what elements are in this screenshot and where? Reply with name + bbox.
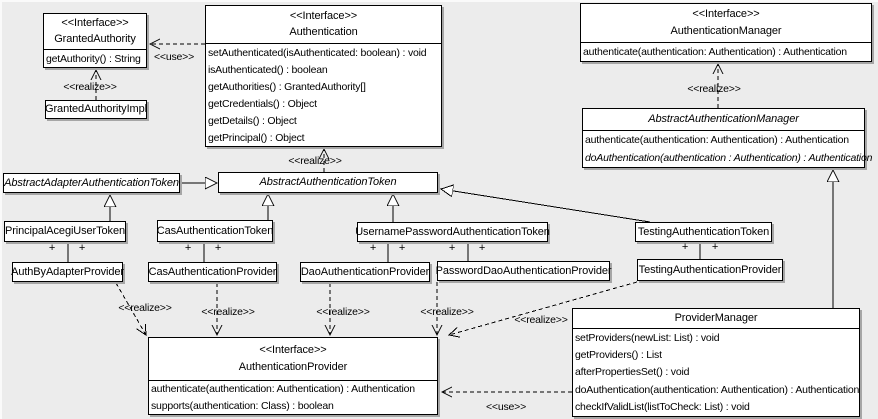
class-name: PasswordDaoAuthenticationProvider [435, 264, 612, 277]
method-label: checkIfValidList(listToCheck: List) : vo… [575, 401, 750, 414]
class-granted-authority-impl[interactable]: GrantedAuthorityImpl [45, 100, 147, 119]
class-name: AbstractAuthenticationToken [259, 176, 397, 188]
class-username-password-authentication-token[interactable]: UsernamePasswordAuthenticationToken [355, 222, 550, 242]
association-end-label: + [184, 242, 192, 254]
class-name: GrantedAuthorityImpl [45, 103, 147, 115]
edge-stereotype-label: <<realize>> [514, 314, 568, 326]
class-authentication-manager[interactable]: <<Interface>> AuthenticationManager authen… [580, 3, 872, 62]
method-label: getAuthority() : String [46, 52, 141, 65]
association-end-label: + [214, 242, 222, 254]
method-label: authenticate(authentication: Authenticat… [585, 134, 849, 146]
class-abstract-adapter-authentication-token[interactable]: AbstractAdapterAuthenticationToken [3, 173, 180, 193]
stereotype-label: <<Interface>> [692, 8, 760, 21]
class-name: CasAuthenticationToken [156, 224, 274, 237]
class-name: AuthenticationProvider [238, 361, 348, 374]
method-label: doAuthentication(authentication : Authen… [585, 152, 873, 164]
class-auth-by-adapter-provider[interactable]: AuthByAdapterProvider [11, 262, 124, 282]
association-end-label: + [711, 241, 719, 253]
class-principal-acegi-user-token[interactable]: PrincipalAcegiUserToken [4, 221, 126, 242]
class-name: DaoAuthenticationProvider [300, 265, 430, 278]
edge-stereotype-label: <<use>> [153, 51, 195, 63]
class-name: PrincipalAcegiUserToken [5, 225, 125, 237]
class-authentication[interactable]: <<Interface>> Authentication setAuthentica… [205, 5, 442, 147]
class-cas-authentication-provider[interactable]: CasAuthenticationProvider [148, 262, 277, 282]
method-label: setAuthenticated(isAuthenticated: boolea… [208, 46, 427, 59]
method-label: afterPropertiesSet() : void [575, 366, 690, 379]
method-label: getPrincipal() : Object [208, 131, 305, 144]
association-end-label: + [369, 242, 377, 254]
association-end-label: + [398, 242, 406, 254]
class-abstract-authentication-manager[interactable]: AbstractAuthenticationManager authenticat… [582, 108, 873, 168]
association-end-label: + [78, 242, 86, 254]
method-label: getCredentials() : Object [208, 97, 317, 110]
method-label: getAuthorities() : GrantedAuthority[] [208, 80, 366, 93]
method-label: authenticate(authentication: Authenticat… [151, 383, 415, 396]
class-name: AbstractAuthenticationManager [648, 113, 799, 125]
class-name: UsernamePasswordAuthenticationToken [355, 225, 550, 238]
class-name: GrantedAuthority [54, 32, 136, 45]
method-label: getDetails() : Object [208, 114, 297, 127]
edge-stereotype-label: <<realize>> [118, 302, 172, 314]
stereotype-label: <<Interface>> [61, 17, 129, 30]
class-authentication-provider[interactable]: <<Interface>> AuthenticationProvider authe… [148, 337, 438, 415]
class-testing-authentication-token[interactable]: TestingAuthenticationToken [635, 222, 772, 242]
method-label: isAuthenticated() : boolean [208, 63, 328, 76]
edge-stereotype-label: <<realize>> [687, 83, 741, 95]
stereotype-label: <<Interface>> [259, 343, 327, 356]
method-label: setProviders(newList: List) : void [575, 331, 720, 344]
class-abstract-authentication-token[interactable]: AbstractAuthenticationToken [218, 172, 438, 193]
association-end-label: + [448, 242, 456, 254]
stereotype-label: <<Interface>> [289, 10, 358, 22]
edge-rel-testing-provider[interactable] [447, 281, 638, 338]
association-end-label: + [48, 242, 56, 254]
class-name: AbstractAdapterAuthenticationToken [4, 176, 179, 189]
association-end-label: + [681, 241, 689, 253]
method-label: getProviders() : List [575, 349, 662, 362]
class-name: CasAuthenticationProvider [148, 265, 277, 278]
class-cas-authentication-token[interactable]: CasAuthenticationToken [157, 220, 273, 242]
edge-stereotype-label: <<realize>> [316, 306, 370, 318]
method-label: supports(authentication: Class) : boolea… [151, 399, 334, 412]
class-granted-authority[interactable]: <<Interface>> GrantedAuthority getAuthorit… [43, 13, 147, 68]
class-testing-authentication-provider[interactable]: TestingAuthenticationProvider [637, 259, 783, 281]
class-name: ProviderManager [674, 312, 758, 324]
edge-gen-testing[interactable] [441, 189, 651, 223]
edge-stereotype-label: <<realize>> [288, 155, 342, 167]
edge-stereotype-label: <<realize>> [201, 306, 255, 318]
edge-rel-auth-by-adapter[interactable] [115, 282, 147, 336]
method-label: authenticate(authentication: Authenticat… [583, 46, 847, 58]
class-name: TestingAuthenticationToken [637, 225, 770, 238]
method-label: doAuthentication(authentication: Authent… [575, 383, 860, 396]
edge-stereotype-label: <<realize>> [63, 81, 117, 93]
class-name: AuthenticationManager [670, 24, 782, 37]
edge-stereotype-label: <<use>> [485, 401, 527, 413]
class-name: Authentication [289, 26, 358, 38]
class-name: AuthByAdapterProvider [11, 265, 124, 278]
class-provider-manager[interactable]: ProviderManager setProviders(newList: Lis… [572, 308, 860, 417]
association-end-label: + [478, 242, 486, 254]
class-password-dao-authentication-provider[interactable]: PasswordDaoAuthenticationProvider [435, 261, 612, 281]
class-name: TestingAuthenticationProvider [638, 263, 782, 276]
class-dao-authentication-provider[interactable]: DaoAuthenticationProvider [300, 262, 430, 282]
edge-stereotype-label: <<realize>> [420, 306, 474, 318]
